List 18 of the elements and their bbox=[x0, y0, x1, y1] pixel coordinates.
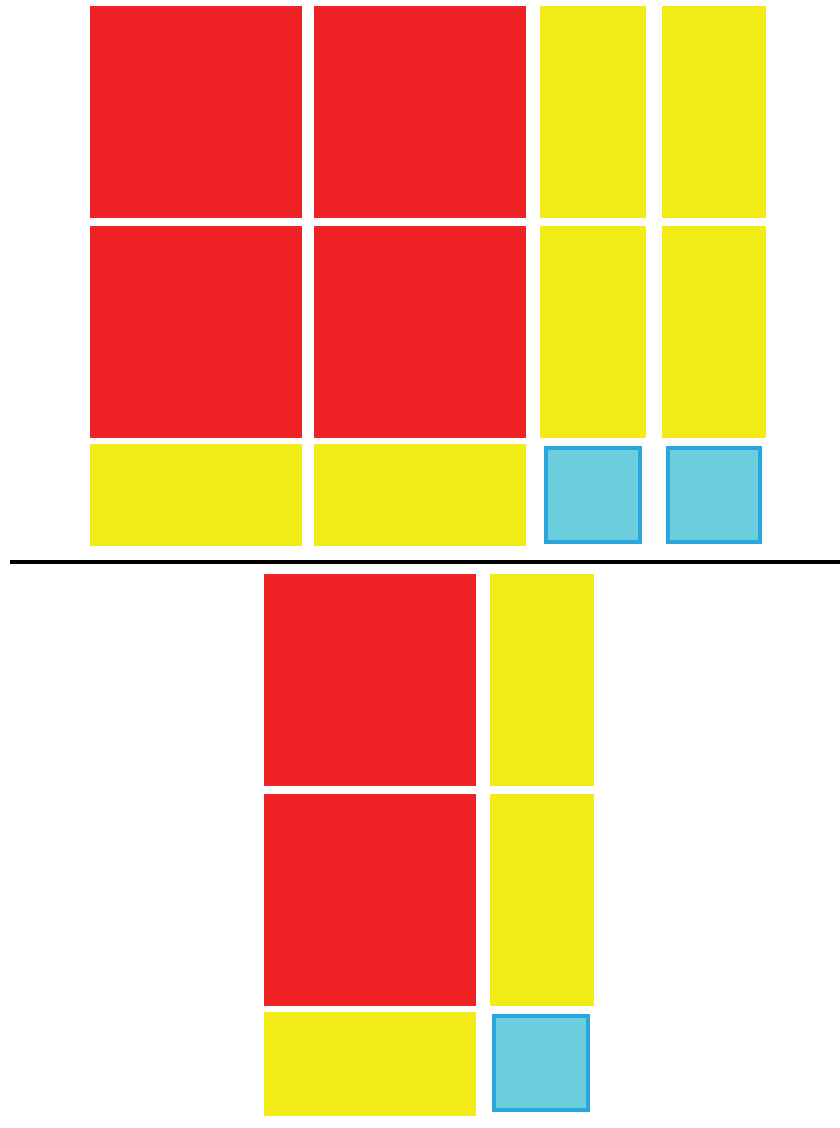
long-tile bbox=[314, 444, 526, 546]
unit-tile bbox=[492, 1014, 590, 1112]
long-tile bbox=[264, 1012, 476, 1116]
square-tile bbox=[90, 6, 302, 218]
long-tile bbox=[490, 794, 594, 1006]
long-tile bbox=[90, 444, 302, 546]
long-tile bbox=[540, 226, 646, 438]
square-tile bbox=[264, 794, 476, 1006]
unit-tile bbox=[666, 446, 762, 544]
square-tile bbox=[314, 226, 526, 438]
square-tile bbox=[264, 574, 476, 786]
long-tile bbox=[490, 574, 594, 786]
long-tile bbox=[662, 226, 766, 438]
unit-tile bbox=[544, 446, 642, 544]
long-tile bbox=[662, 6, 766, 218]
square-tile bbox=[314, 6, 526, 218]
square-tile bbox=[90, 226, 302, 438]
long-tile bbox=[540, 6, 646, 218]
